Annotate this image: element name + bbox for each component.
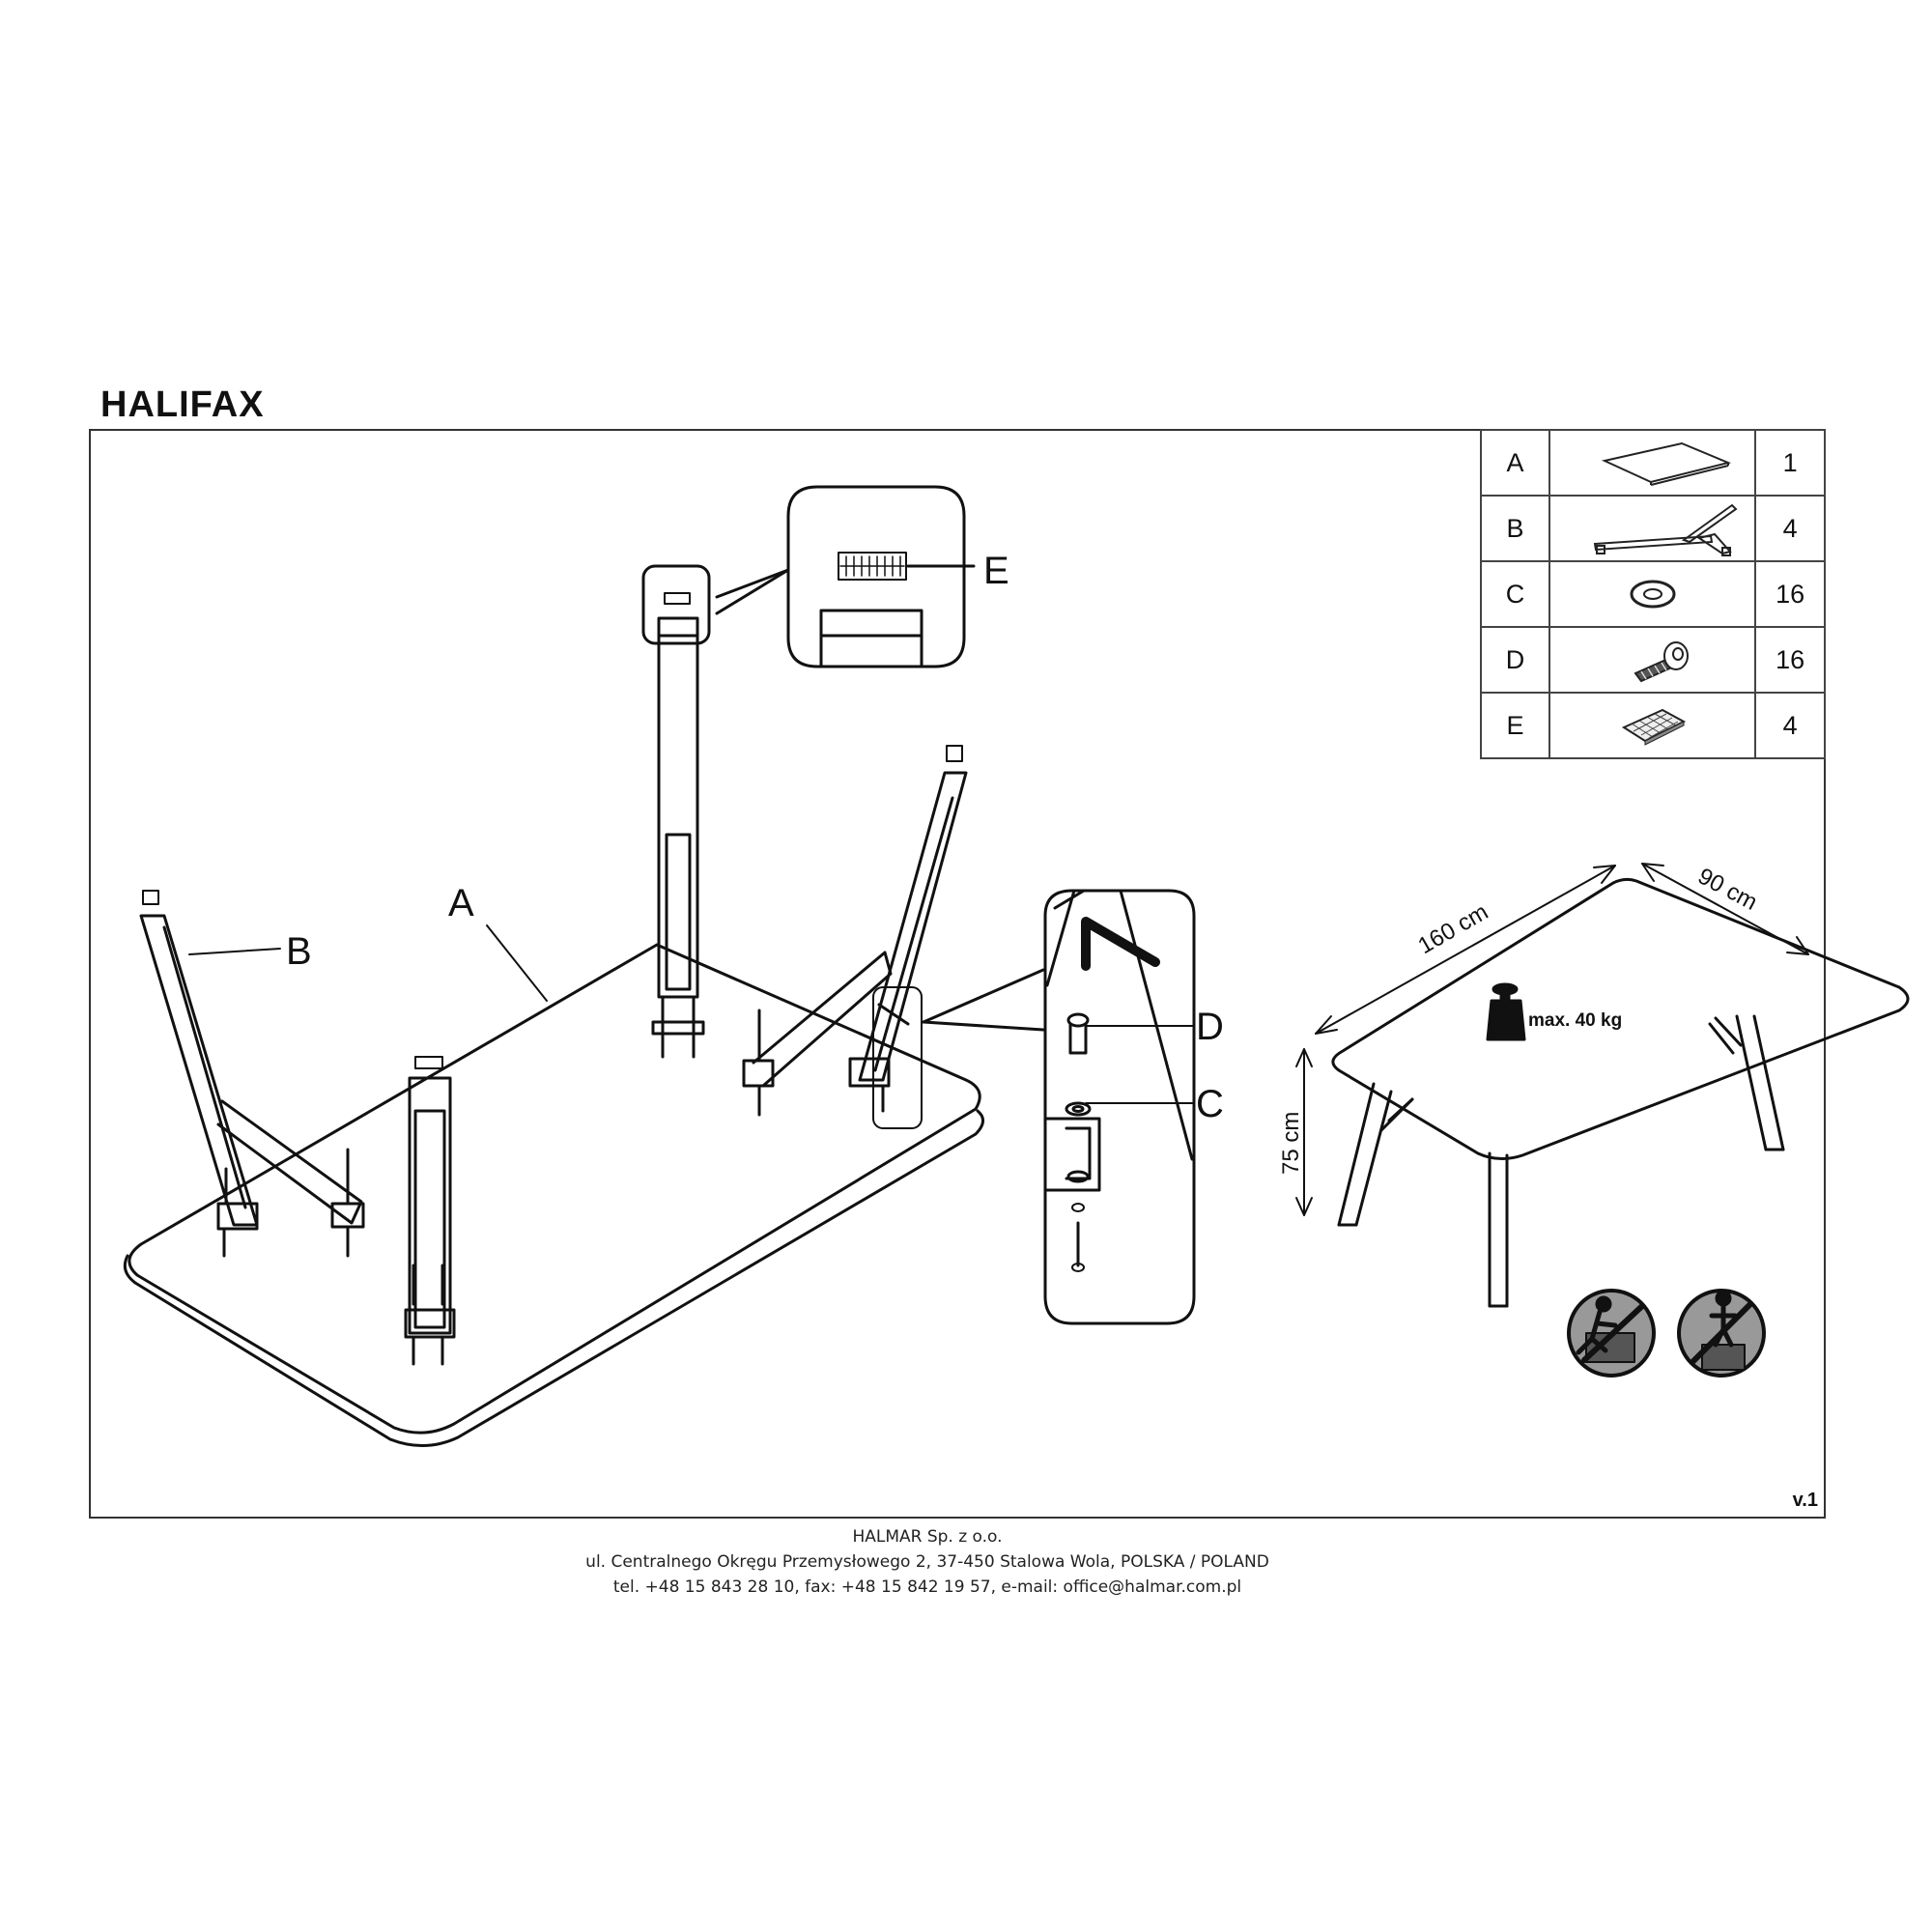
callout-d: D xyxy=(1196,1006,1224,1048)
parts-row: C 16 xyxy=(1479,560,1826,628)
part-letter: B xyxy=(1479,495,1551,562)
part-qty: 1 xyxy=(1754,429,1826,497)
part-qty: 16 xyxy=(1754,560,1826,628)
instruction-frame xyxy=(89,429,1826,1519)
part-letter: E xyxy=(1479,692,1551,759)
parts-row: B 4 xyxy=(1479,495,1826,562)
part-qty: 4 xyxy=(1754,692,1826,759)
tabletop-icon xyxy=(1601,441,1731,486)
leg-front-left xyxy=(139,890,365,1258)
dimension-height-label: 75 cm xyxy=(1278,1112,1304,1175)
bolt-icon xyxy=(1634,641,1689,683)
bolt-detail-inset xyxy=(1043,889,1196,1325)
leg-back-center xyxy=(641,564,790,1059)
leg-back-right xyxy=(742,745,1045,1129)
dimension-lines xyxy=(1295,863,1809,1216)
part-qty: 16 xyxy=(1754,626,1826,694)
version-label: v.1 xyxy=(1792,1490,1818,1511)
dimension-length-label: 160 cm xyxy=(1414,898,1493,959)
callout-a: A xyxy=(448,882,474,924)
callout-e: E xyxy=(983,550,1009,592)
parts-row: E 4 xyxy=(1479,692,1826,759)
tabletop-a xyxy=(123,943,984,1448)
max-load-label: max. 40 kg xyxy=(1528,1010,1622,1031)
washer-icon xyxy=(1630,580,1676,609)
callout-c: C xyxy=(1196,1083,1224,1125)
no-climbing-icon xyxy=(1567,1289,1656,1378)
parts-row: D 16 xyxy=(1479,626,1826,694)
leg-assembly-icon xyxy=(1593,503,1738,556)
part-letter: A xyxy=(1479,429,1551,497)
part-qty: 4 xyxy=(1754,495,1826,562)
part-letter: D xyxy=(1479,626,1551,694)
felt-pad-detail-inset xyxy=(786,485,976,668)
assembled-table-drawing xyxy=(1331,877,1910,1308)
parts-table: A 1 B 4 C xyxy=(1479,429,1826,759)
footer-company: HALMAR Sp. z o.o. xyxy=(852,1527,1003,1547)
leg-front-middle xyxy=(404,1056,456,1366)
footer-address: ul. Centralnego Okręgu Przemysłowego 2, … xyxy=(585,1552,1269,1572)
no-standing-icon xyxy=(1677,1289,1766,1378)
footer: HALMAR Sp. z o.o. ul. Centralnego Okręgu… xyxy=(0,1524,1855,1600)
felt-pad-icon xyxy=(1621,708,1686,746)
product-title: HALIFAX xyxy=(100,384,265,425)
callout-b: B xyxy=(286,930,312,973)
part-letter: C xyxy=(1479,560,1551,628)
parts-row: A 1 xyxy=(1479,429,1826,497)
footer-contact: tel. +48 15 843 28 10, fax: +48 15 842 1… xyxy=(612,1577,1242,1597)
